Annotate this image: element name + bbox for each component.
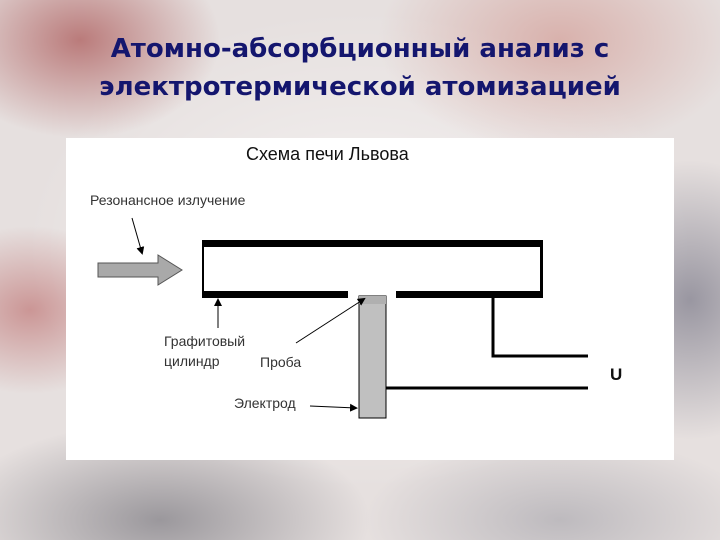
graphite-tube-bottom-wall-left: [202, 291, 348, 298]
diagram-panel: Схема печи Львова Резонансное излучение …: [66, 138, 674, 460]
resonance-pointer: [131, 217, 145, 255]
graphite-tube-top-wall: [202, 240, 543, 247]
electrode-rod: [358, 295, 387, 419]
sample-platform: [359, 296, 386, 304]
radiation-arrow: [97, 254, 183, 286]
voltage-label: U: [610, 365, 623, 384]
graphite-tube-left-edge: [202, 240, 204, 297]
voltage-lead-upper: [491, 298, 588, 358]
graphite-label-line-1: Графитовый: [164, 333, 246, 349]
diagram-title: Схема печи Львова: [246, 144, 409, 164]
slide-title: Атомно-абсорбционный анализ с электротер…: [0, 30, 720, 106]
sample-label: Проба: [260, 354, 302, 370]
sample-pointer: [295, 297, 366, 344]
graphite-tube-bottom-wall-right: [396, 291, 543, 298]
graphite-label-line-2: цилиндр: [164, 353, 220, 369]
resonance-label: Резонансное излучение: [90, 192, 246, 208]
slide-title-line-2: электротермической атомизацией: [99, 72, 621, 102]
slide-title-line-1: Атомно-абсорбционный анализ с: [110, 34, 610, 64]
graphite-tube-right-wall: [540, 240, 543, 297]
lvov-furnace-diagram: [97, 217, 588, 419]
electrode-pointer: [309, 403, 358, 412]
electrode-label: Электрод: [234, 395, 296, 411]
